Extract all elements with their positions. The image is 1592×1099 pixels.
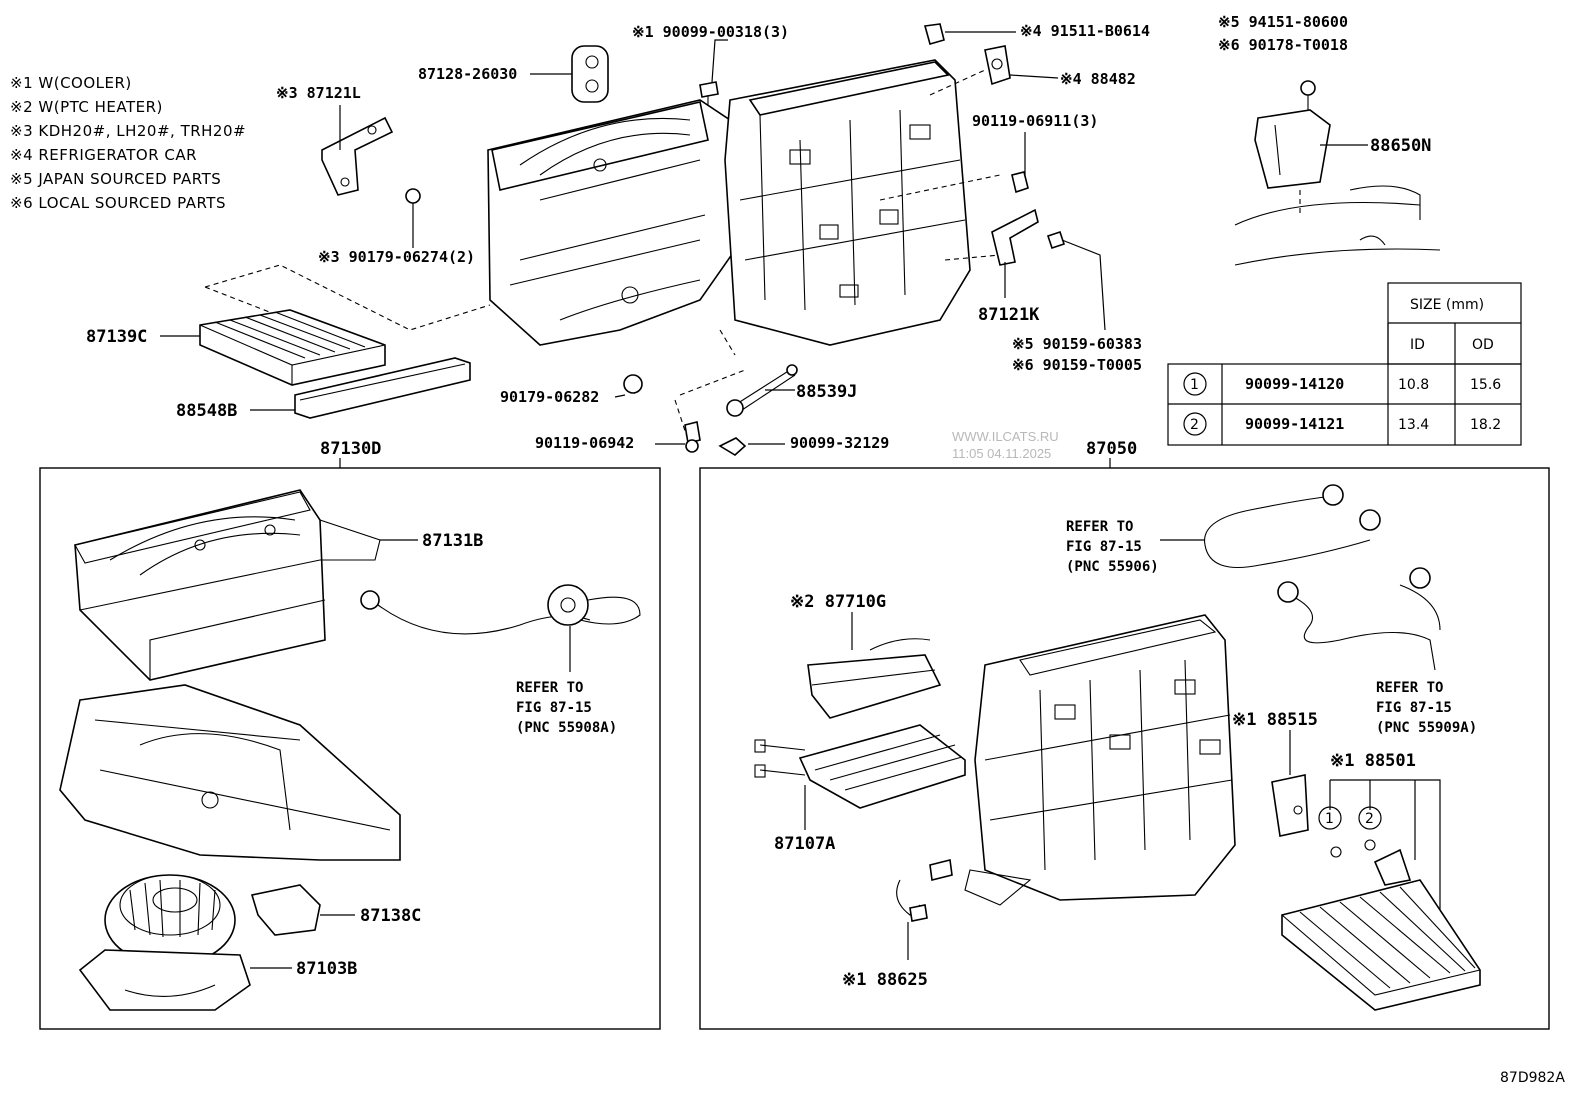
hvac-unit-drawing xyxy=(204,59,1001,441)
label-87130D: 87130D xyxy=(320,439,381,459)
label-87138C: 87138C xyxy=(360,906,421,926)
label-87107A: 87107A xyxy=(774,834,835,854)
screw-90099-00318: ※1 90099-00318(3) xyxy=(632,23,789,105)
note-5: ※5 JAPAN SOURCED PARTS xyxy=(10,170,221,188)
label-94151-80600: ※5 94151-80600 xyxy=(1218,13,1348,31)
label-87103B: 87103B xyxy=(296,959,357,979)
refer-note-3-line2: FIG 87-15 xyxy=(1376,700,1452,716)
label-90119-06942: 90119-06942 xyxy=(535,434,634,452)
label-90099-00318: ※1 90099-00318(3) xyxy=(632,23,789,41)
label-87121K: 87121K xyxy=(978,305,1040,325)
refer-note-3-line3: (PNC 55909A) xyxy=(1376,720,1477,736)
label-90119-06911: 90119-06911(3) xyxy=(972,112,1098,130)
size-table-row1-id: 10.8 xyxy=(1398,377,1429,393)
refer-note-3-line1: REFER TO xyxy=(1376,680,1443,696)
label-88548B: 88548B xyxy=(176,401,237,421)
drain-hose-88539J: 88539J xyxy=(726,364,857,417)
label-90178-T0018: ※6 90178-T0018 xyxy=(1218,36,1348,54)
size-table-title: SIZE (mm) xyxy=(1410,297,1484,313)
label-87050: 87050 xyxy=(1086,439,1137,459)
label-87121L: ※3 87121L xyxy=(276,84,361,102)
nut-90179-06282: 90179-06282 xyxy=(500,374,643,406)
note-4: ※4 REFRIGERATOR CAR xyxy=(10,146,197,164)
watermark-timestamp: 11:05 04.11.2025 xyxy=(952,446,1051,461)
label-88539J: 88539J xyxy=(796,382,857,402)
evap-marker-2: 2 xyxy=(1365,811,1374,827)
size-table-row1-part: 90099-14120 xyxy=(1245,375,1344,393)
size-table-row2-id: 13.4 xyxy=(1398,417,1429,433)
size-table-row2-part: 90099-14121 xyxy=(1245,415,1344,433)
amplifier-88650N: ※5 94151-80600 ※6 90178-T0018 88650N xyxy=(1218,13,1441,266)
label-88482: ※4 88482 xyxy=(1060,70,1136,88)
refer-note-2-line2: FIG 87-15 xyxy=(1066,539,1142,555)
note-1: ※1 W(COOLER) xyxy=(10,74,132,92)
size-table-col-od: OD xyxy=(1472,337,1494,353)
refer-note-1-line1: REFER TO xyxy=(516,680,583,696)
label-90099-32129: 90099-32129 xyxy=(790,434,889,452)
figure-id: 87D982A xyxy=(1500,1070,1565,1086)
notes-legend: ※1 W(COOLER) ※2 W(PTC HEATER) ※3 KDH20#,… xyxy=(10,74,246,212)
watermark-site: WWW.ILCATS.RU xyxy=(952,429,1059,444)
note-2: ※2 W(PTC HEATER) xyxy=(10,98,163,116)
filter-87139C: 87139C xyxy=(86,309,386,386)
bracket-87121L: ※3 87121L xyxy=(276,84,394,196)
label-88515: ※1 88515 xyxy=(1232,710,1318,730)
refer-note-2-line1: REFER TO xyxy=(1066,519,1133,535)
label-91511-B0614: ※4 91511-B0614 xyxy=(1020,22,1150,40)
bolt-90119-06911: 90119-06911(3) xyxy=(972,112,1098,194)
cover-88548B: 88548B xyxy=(176,357,471,421)
nut-90179-06274: ※3 90179-06274(2) xyxy=(318,188,475,266)
bracket-87121K: 87121K ※5 90159-60383 ※6 90159-T0005 xyxy=(978,208,1142,374)
seal-90099-32129: 90099-32129 xyxy=(718,434,889,456)
section-87050: REFER TO FIG 87-15 (PNC 55906) REFER TO … xyxy=(699,467,1550,1030)
label-87710G: ※2 87710G xyxy=(790,592,886,612)
size-table-row1-marker: 1 xyxy=(1190,377,1199,393)
size-table: SIZE (mm) ID OD 1 90099-14120 10.8 15.6 … xyxy=(1167,282,1522,446)
note-6: ※6 LOCAL SOURCED PARTS xyxy=(10,194,226,212)
label-87139C: 87139C xyxy=(86,327,147,347)
section-87130D: 87131B REFER TO FIG 87-15 (PNC 55908A) 8… xyxy=(39,467,661,1030)
label-90179-06282: 90179-06282 xyxy=(500,388,599,406)
bolt-90119-06942: 90119-06942 xyxy=(535,421,701,453)
label-88625: ※1 88625 xyxy=(842,970,928,990)
evap-marker-1: 1 xyxy=(1325,811,1334,827)
label-88501: ※1 88501 xyxy=(1330,751,1416,771)
bolt-91511: ※4 91511-B0614 xyxy=(923,22,1150,45)
note-3: ※3 KDH20#, LH20#, TRH20# xyxy=(10,122,246,140)
label-87128-26030: 87128-26030 xyxy=(418,65,517,83)
label-90159-T0005: ※6 90159-T0005 xyxy=(1012,356,1142,374)
grommet-87128: 87128-26030 xyxy=(418,45,609,103)
label-90159-60383: ※5 90159-60383 xyxy=(1012,335,1142,353)
size-table-row2-marker: 2 xyxy=(1190,417,1199,433)
label-87131B: 87131B xyxy=(422,531,483,551)
refer-note-2-line3: (PNC 55906) xyxy=(1066,559,1159,575)
size-table-row1-od: 15.6 xyxy=(1470,377,1501,393)
label-90179-06274: ※3 90179-06274(2) xyxy=(318,248,475,266)
size-table-row2-od: 18.2 xyxy=(1470,417,1501,433)
label-88650N: 88650N xyxy=(1370,136,1431,156)
refer-note-1-line2: FIG 87-15 xyxy=(516,700,592,716)
refer-note-1-line3: (PNC 55908A) xyxy=(516,720,617,736)
size-table-col-id: ID xyxy=(1410,337,1425,353)
bracket-88482: ※4 88482 xyxy=(984,45,1136,88)
